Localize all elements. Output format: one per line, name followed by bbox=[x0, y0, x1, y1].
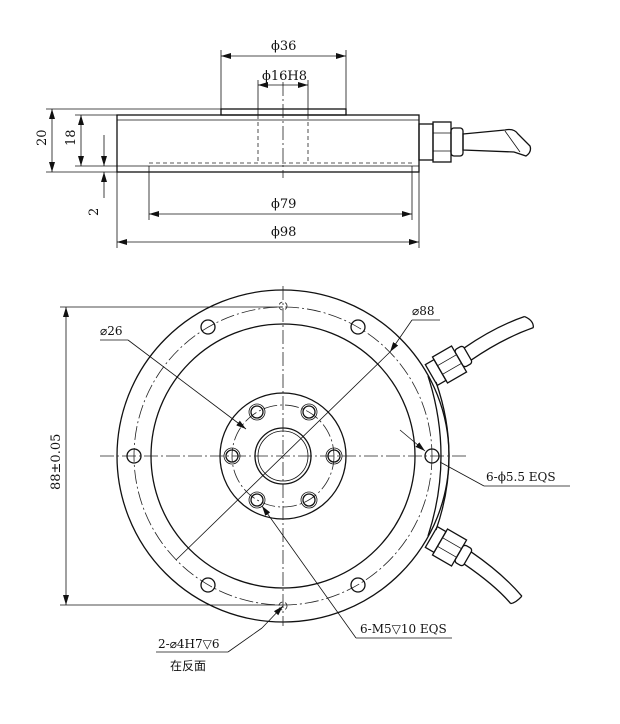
dim-phi36: ϕ36 bbox=[271, 39, 296, 54]
pin-hole-bottom bbox=[278, 601, 288, 611]
main-body bbox=[116, 114, 420, 173]
inner-threaded-holes bbox=[223, 403, 343, 509]
dim-phi16h8: ϕ16H8 bbox=[262, 69, 307, 84]
dim-holes-outer: 6-ϕ5.5 EQS bbox=[486, 470, 556, 484]
cable-gland-side bbox=[418, 121, 532, 163]
dim-h18: 18 bbox=[64, 129, 79, 146]
dim-pin-holes: 2-⌀4H7▽6 bbox=[158, 637, 220, 651]
cable-gland-lower bbox=[424, 525, 523, 605]
dim-h2: 2 bbox=[87, 208, 102, 216]
cable-gland-upper bbox=[424, 315, 534, 387]
dim-phi79: ϕ79 bbox=[271, 197, 296, 212]
dim-holes-inner: 6-M5▽10 EQS bbox=[360, 622, 447, 636]
dim-d26: ⌀26 bbox=[100, 324, 123, 338]
pin-hole-top bbox=[278, 301, 288, 311]
dim-h20: 20 bbox=[35, 129, 50, 146]
dim-d88-top: ⌀88 bbox=[412, 304, 435, 318]
side-view: ϕ36 ϕ16H8 ϕ79 ϕ98 20 18 2 bbox=[35, 39, 532, 248]
dim-pin-note: 在反面 bbox=[170, 659, 206, 673]
dim-pcd: 88±0.05 bbox=[49, 434, 64, 490]
top-view: ⌀88 ⌀26 88±0.05 6-ϕ5.5 EQS 6-M5▽10 EQS 2… bbox=[49, 286, 570, 673]
top-boss bbox=[220, 108, 347, 116]
outer-bolt-holes bbox=[126, 319, 440, 593]
dim-phi98: ϕ98 bbox=[271, 225, 296, 240]
